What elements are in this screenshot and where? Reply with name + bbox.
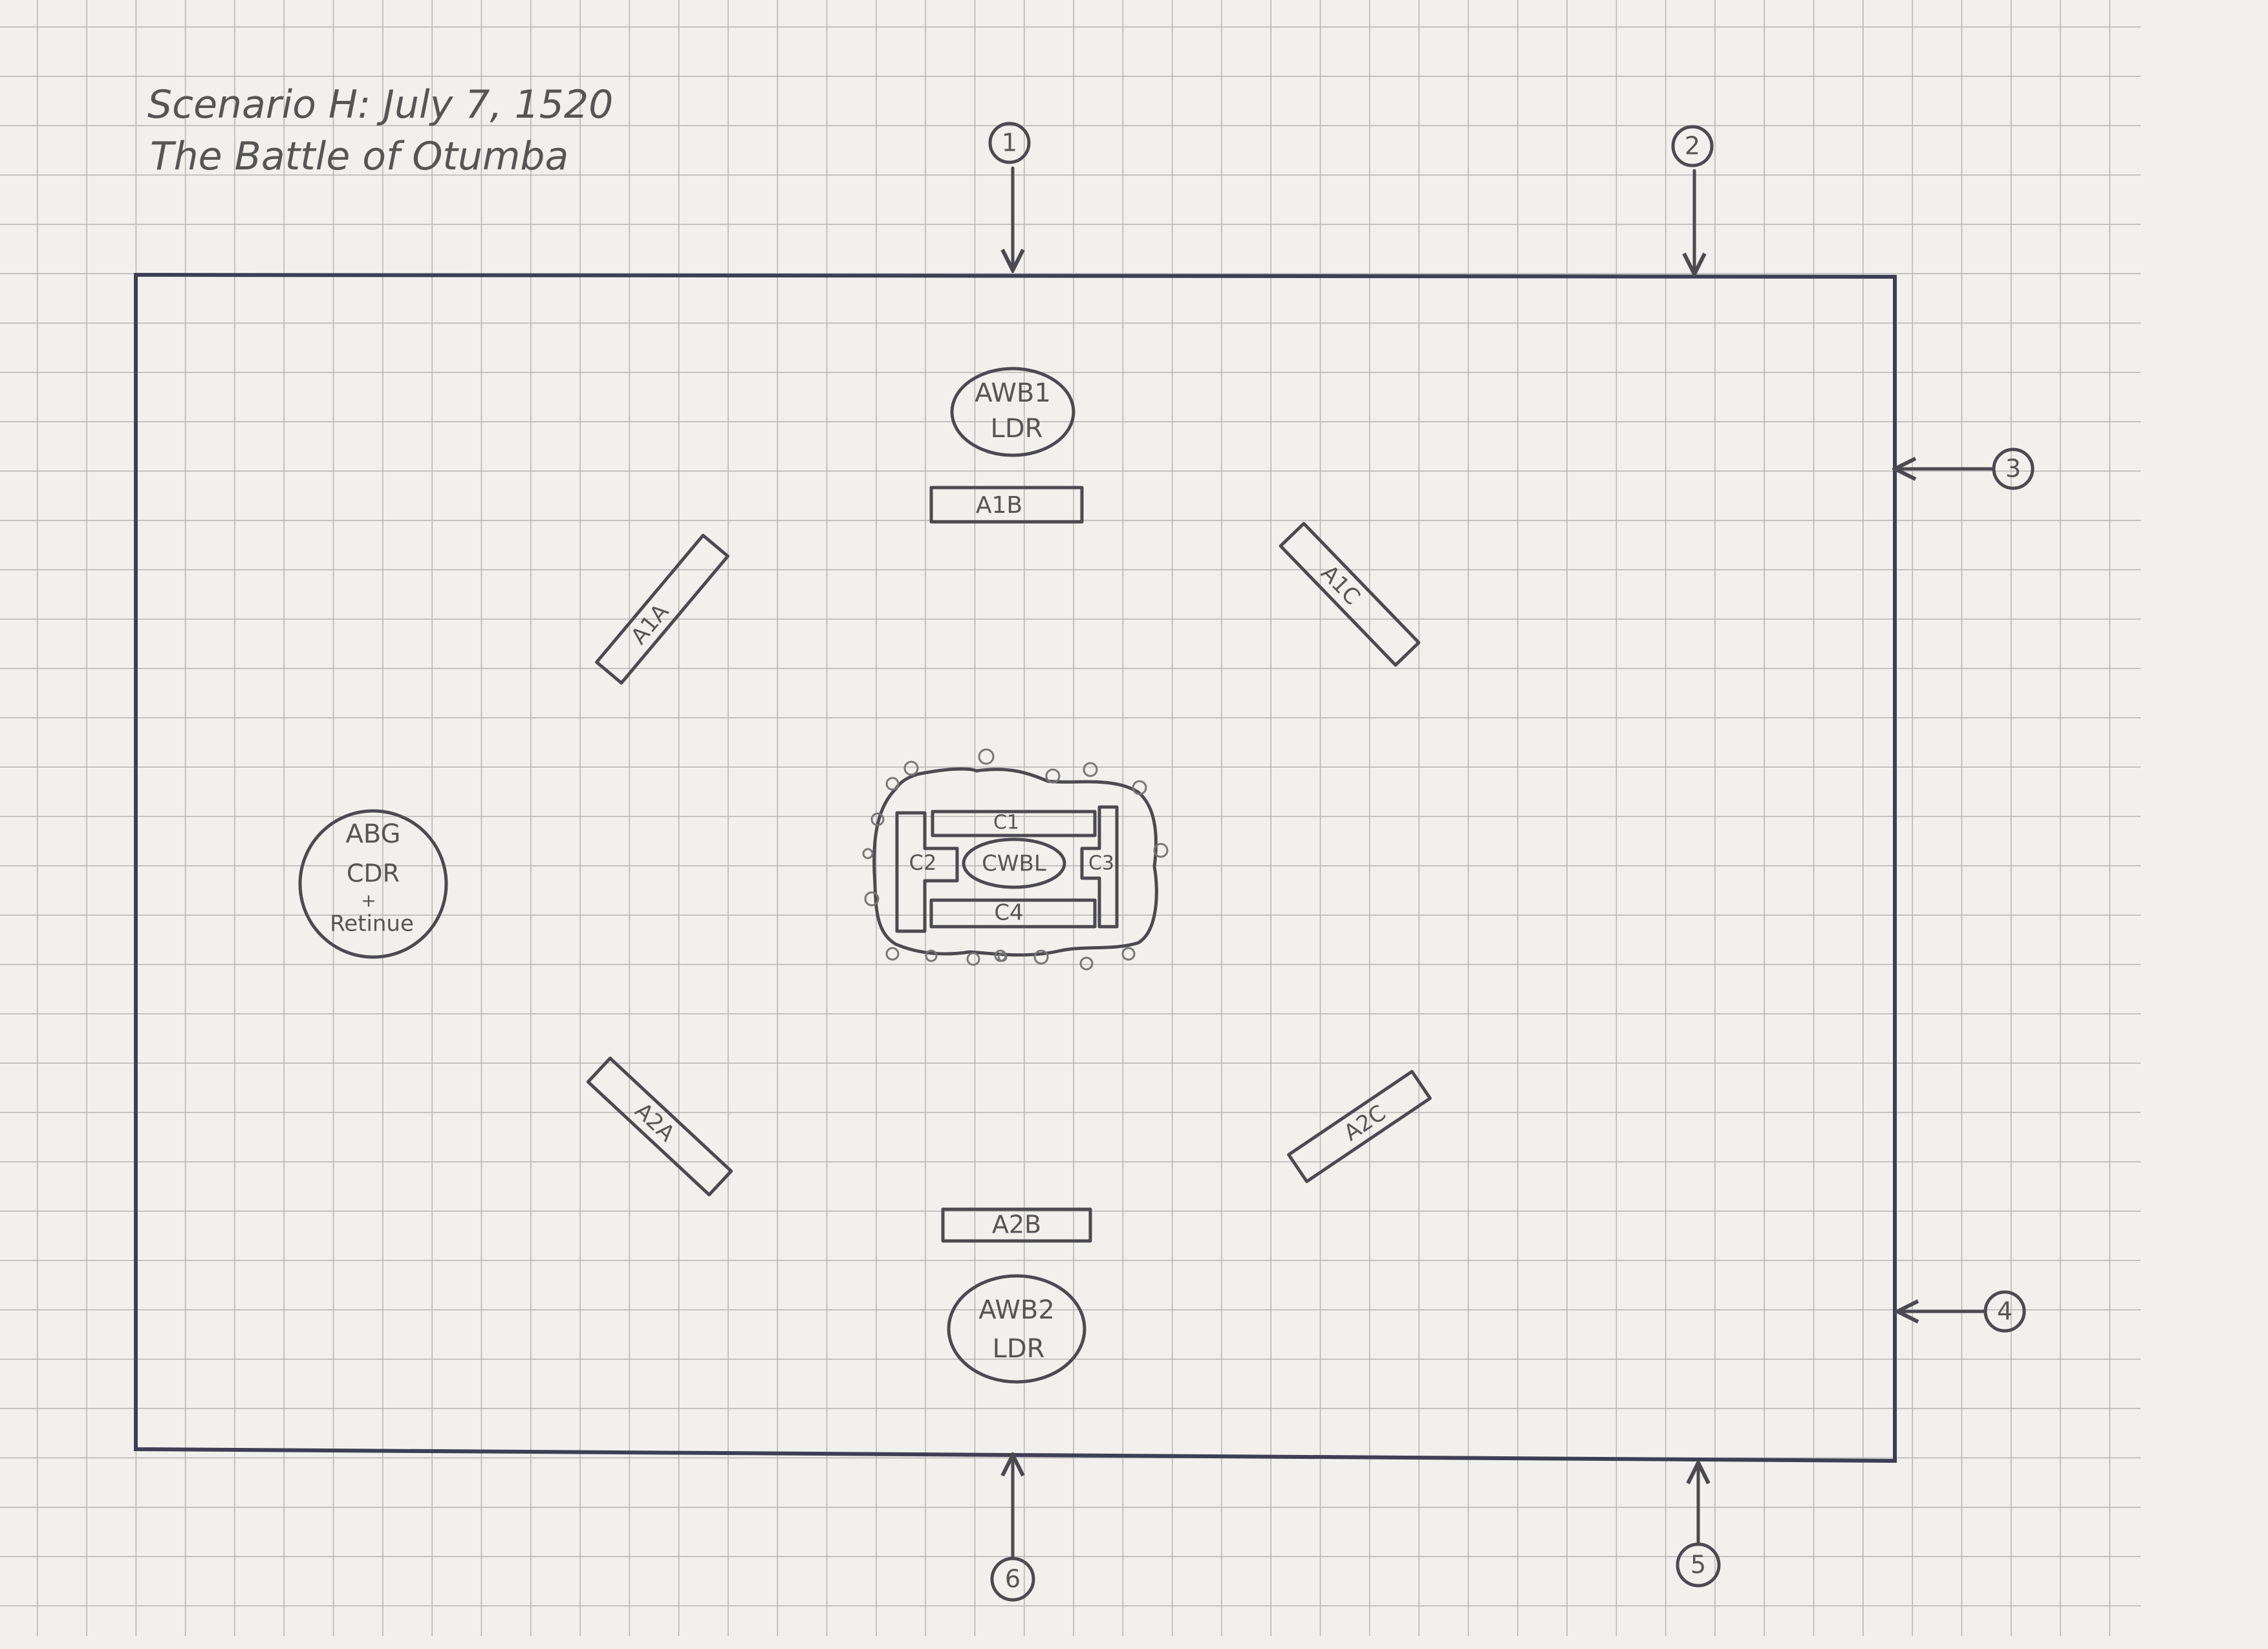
entry-marker-circle	[1671, 125, 1714, 167]
entry-label: 6	[1005, 1565, 1021, 1593]
entry-point-1: 1	[988, 122, 1031, 270]
entry-label: 1	[1002, 129, 1017, 157]
unit-label: CWBL	[982, 851, 1046, 877]
entry-point-4: 4	[1897, 1290, 2026, 1333]
entry-point-2: 2	[1671, 125, 1714, 274]
entry-label: 2	[1685, 132, 1700, 160]
unit-label: A1B	[976, 492, 1022, 519]
unit-label: A2B	[992, 1211, 1041, 1239]
unit-a1b: A1B	[929, 486, 1084, 524]
cortes-position: C1 C4 C2 C3 CWBL	[862, 748, 1169, 971]
entry-marker-circle	[1983, 1290, 2026, 1333]
unit-awb2-leader: AWB2 LDR	[947, 1274, 1086, 1384]
rock-markers	[862, 748, 1169, 971]
entry-marker-circle	[1992, 447, 2035, 490]
entry-label: 4	[1997, 1297, 2013, 1326]
unit-abg-commander-retinue: ABG CDR + Retinue	[298, 809, 448, 959]
unit-label: Retinue	[330, 911, 414, 937]
unit-label: LDR	[991, 414, 1043, 444]
unit-label: LDR	[993, 1334, 1045, 1364]
unit-c1: C1	[931, 810, 1097, 837]
scenario-title: Scenario H: July 7, 1520	[147, 82, 613, 127]
unit-label: C2	[909, 850, 937, 875]
unit-c4: C4	[929, 898, 1097, 929]
unit-label: C3	[1088, 852, 1114, 875]
unit-label: CDR	[347, 859, 400, 888]
board-border	[134, 272, 1897, 1463]
entry-point-6: 6	[990, 1455, 1035, 1602]
unit-label: +	[361, 890, 376, 911]
graph-paper-grid	[0, 0, 2141, 1636]
unit-a2b: A2B	[941, 1207, 1092, 1243]
unit-cwbl: CWBL	[962, 837, 1066, 889]
entry-point-3: 3	[1895, 447, 2035, 490]
unit-label: AWB1	[975, 378, 1051, 408]
scenario-subtitle: The Battle of Otumba	[150, 134, 568, 179]
unit-label: C4	[994, 900, 1023, 926]
entry-marker-circle	[990, 1557, 1035, 1602]
entry-marker-circle	[1676, 1542, 1721, 1588]
entry-label: 5	[1690, 1551, 1706, 1579]
unit-label: ABG	[345, 819, 400, 849]
unit-c2: C2	[895, 811, 959, 933]
entry-marker-circle	[988, 122, 1031, 164]
entry-point-5: 5	[1676, 1463, 1721, 1588]
unit-c3: C3	[1080, 805, 1119, 929]
unit-awb1-leader: AWB1 LDR	[950, 367, 1075, 457]
unit-label: AWB2	[978, 1295, 1055, 1325]
unit-label: C1	[993, 812, 1019, 834]
entry-label: 3	[2005, 455, 2021, 483]
